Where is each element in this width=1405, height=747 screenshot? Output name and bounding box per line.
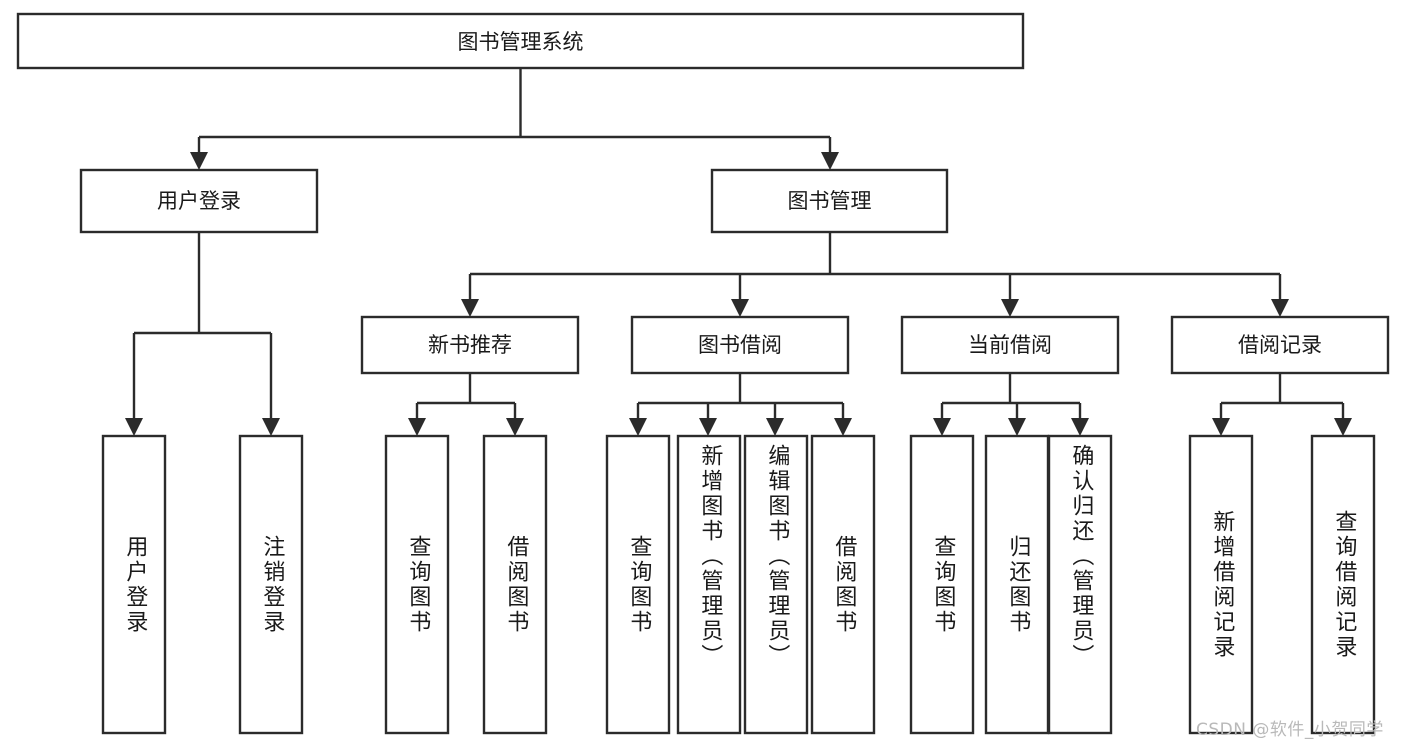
node-root-box[interactable] (16, 12, 1025, 70)
leaf-box-group (101, 434, 1376, 735)
arrow-head-borrow-record (1271, 299, 1289, 317)
node-book-borrow[interactable]: 图书借阅 (630, 315, 850, 375)
arrow-head-user-login (190, 152, 208, 170)
node-new-book-recommend[interactable]: 新书推荐 (360, 315, 580, 375)
leaf-box-add-book-admin[interactable] (676, 434, 742, 735)
node-borrow-record[interactable]: 借阅记录 (1170, 315, 1390, 375)
node-current-borrow[interactable]: 当前借阅 (900, 315, 1120, 375)
node-borrow-record-label: 借阅记录 (1238, 333, 1322, 357)
arrow-head-leaf-query-book-current (933, 418, 951, 436)
node-book-management[interactable]: 图书管理 (710, 168, 949, 234)
node-user-login-box[interactable] (79, 168, 319, 234)
leaf-box-borrow-book[interactable] (810, 434, 876, 735)
arrow-head-leaf-user-logout (262, 418, 280, 436)
node-new-book-recommend-label: 新书推荐 (428, 333, 512, 357)
node-book-borrow-label: 图书借阅 (698, 333, 782, 357)
connector-group-borrow-record (1212, 373, 1352, 436)
arrow-head-leaf-query-book-recommend (408, 418, 426, 436)
arrow-head-leaf-confirm-return-admin (1071, 418, 1089, 436)
node-current-borrow-label: 当前借阅 (968, 333, 1052, 357)
leaf-box-borrow-book-recommend[interactable] (482, 434, 548, 735)
node-borrow-record-box[interactable] (1170, 315, 1390, 375)
arrow-head-book-borrow (731, 299, 749, 317)
arrow-head-leaf-borrow-book-recommend (506, 418, 524, 436)
arrow-head-current-borrow (1001, 299, 1019, 317)
leaf-box-query-borrow-record[interactable] (1310, 434, 1376, 735)
node-book-borrow-box[interactable] (630, 315, 850, 375)
leaf-box-edit-book-admin[interactable] (743, 434, 809, 735)
arrow-head-leaf-edit-book-admin (766, 418, 784, 436)
leaf-box-query-book-borrow[interactable] (605, 434, 671, 735)
node-book-management-box[interactable] (710, 168, 949, 234)
connector-group-new-book-recommend (408, 373, 524, 436)
node-book-management-label: 图书管理 (788, 189, 872, 213)
leaf-box-user-logout[interactable] (238, 434, 304, 735)
node-root-label: 图书管理系统 (458, 30, 584, 54)
arrow-head-new-book-recommend (461, 299, 479, 317)
leaf-box-add-borrow-record[interactable] (1188, 434, 1254, 735)
connector-group-current-borrow (933, 373, 1089, 436)
connector-group-book-borrow (629, 373, 852, 436)
leaf-box-user-login[interactable] (101, 434, 167, 735)
leaf-box-return-book[interactable] (984, 434, 1050, 735)
node-new-book-recommend-box[interactable] (360, 315, 580, 375)
node-user-login-label: 用户登录 (157, 189, 241, 213)
connector-group-book-management (461, 232, 1289, 317)
connector-group-root (190, 68, 839, 170)
node-current-borrow-box[interactable] (900, 315, 1120, 375)
node-root[interactable]: 图书管理系统 (16, 12, 1025, 70)
leaf-box-confirm-return-admin[interactable] (1047, 434, 1113, 735)
node-user-login[interactable]: 用户登录 (79, 168, 319, 234)
arrow-head-leaf-user-login (125, 418, 143, 436)
arrow-head-leaf-add-borrow-record (1212, 418, 1230, 436)
leaf-box-query-book-recommend[interactable] (384, 434, 450, 735)
arrow-head-leaf-query-book-borrow (629, 418, 647, 436)
arrow-head-leaf-add-book-admin (699, 418, 717, 436)
arrow-head-leaf-borrow-book (834, 418, 852, 436)
arrow-head-leaf-return-book (1008, 418, 1026, 436)
connector-group-user-login (125, 232, 280, 436)
arrow-head-book-management (821, 152, 839, 170)
arrow-head-leaf-query-borrow-record (1334, 418, 1352, 436)
leaf-box-query-book-current[interactable] (909, 434, 975, 735)
